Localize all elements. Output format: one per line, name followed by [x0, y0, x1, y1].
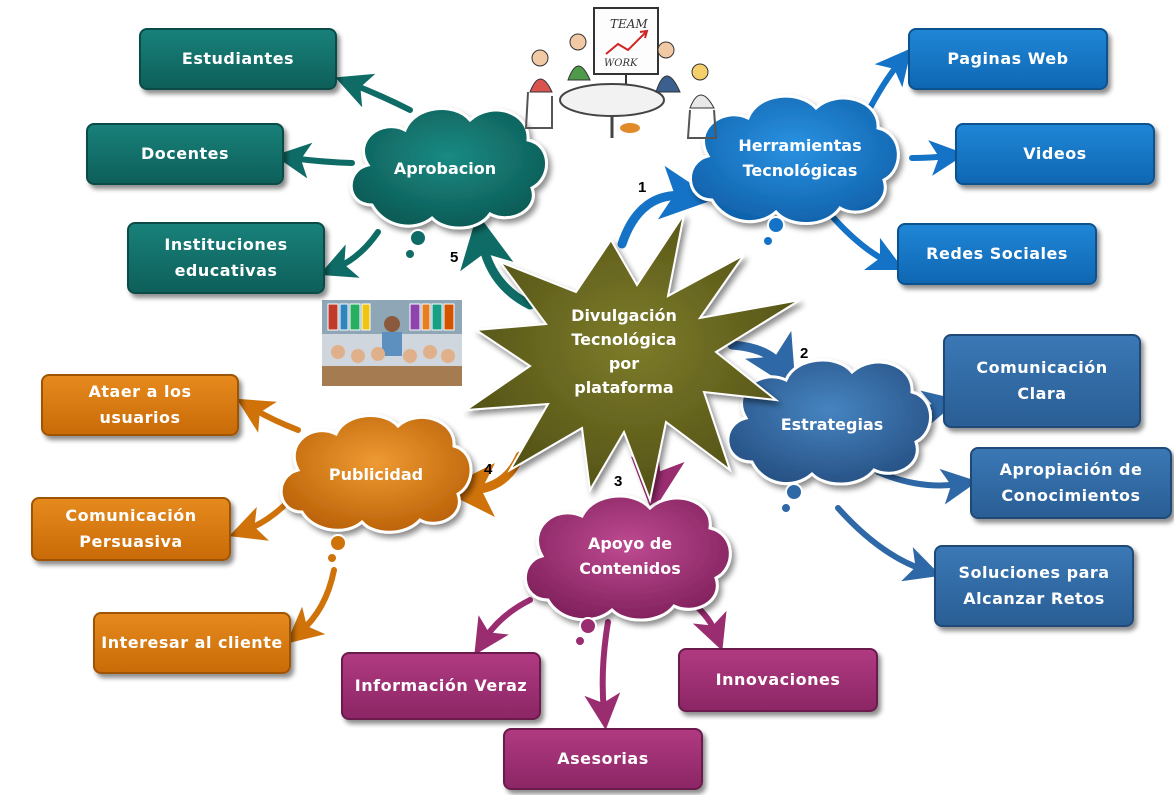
arrow-estrategias-apropiacion: [875, 468, 978, 505]
cloud-publicidad: [279, 414, 473, 534]
arrow-center-herramientas: [617, 165, 715, 249]
arrow-herramientas-videos: [909, 140, 966, 176]
board-text-team: TEAM: [610, 17, 648, 31]
step-number-3: 3: [614, 473, 622, 490]
cloud-apoyo-tail: [574, 617, 597, 647]
step-number-1: 1: [638, 179, 646, 196]
arrow-publicidad-comunicacion: [229, 497, 293, 541]
step-number-2: 2: [800, 345, 808, 362]
cloud-herramientas-tail: [762, 216, 785, 247]
arrow-publicidad-interesar: [286, 567, 337, 644]
cloud-apoyo: [524, 494, 732, 622]
box-comunicacion-persuasiva: Comunicación Persuasiva: [31, 497, 231, 561]
arrow-apoyo-asesorias: [584, 619, 621, 730]
board-text-work: WORK: [604, 58, 638, 69]
box-videos: Videos: [955, 123, 1155, 185]
cloud-estrategias-tail: [780, 483, 803, 514]
arrow-estrategias-soluciones: [835, 505, 942, 582]
arrow-center-aprobacion: [460, 213, 535, 310]
arrow-apoyo-informacion: [474, 597, 533, 656]
cloud-publicidad-tail: [326, 534, 347, 564]
center-starburst: [462, 213, 801, 504]
box-paginas-web: Paginas Web: [908, 28, 1108, 90]
arrow-aprobacion-instituciones: [319, 229, 381, 278]
box-redes-sociales: Redes Sociales: [897, 223, 1097, 285]
box-informacion-veraz: Información Veraz: [341, 652, 541, 720]
team-meeting-illustration: TEAM WORK: [524, 7, 718, 139]
box-innovaciones: Innovaciones: [678, 648, 878, 712]
box-interesar-cliente: Interesar al cliente: [93, 612, 291, 674]
arrow-center-publicidad: [441, 451, 525, 517]
arrow-aprobacion-estudiantes: [335, 73, 413, 113]
box-apropiacion-conocimientos: Apropiación de Conocimientos: [970, 447, 1172, 519]
classroom-photo: [322, 300, 462, 386]
box-docentes: Docentes: [86, 123, 284, 185]
box-instituciones-educativas: Instituciones educativas: [127, 222, 325, 294]
arrow-herramientas-paginas: [867, 48, 912, 111]
box-ataer-usuarios: Ataer a los usuarios: [41, 374, 239, 436]
cloud-herramientas: [689, 94, 900, 225]
box-estudiantes: Estudiantes: [139, 28, 337, 90]
cloud-aprobacion-tail: [404, 229, 427, 260]
box-comunicacion-clara: Comunicación Clara: [943, 334, 1141, 428]
arrow-publicidad-ataer: [236, 398, 301, 433]
arrow-center-estrategias: [727, 330, 796, 392]
box-soluciones-retos: Soluciones para Alcanzar Retos: [934, 545, 1134, 627]
box-asesorias: Asesorias: [503, 728, 703, 790]
arrow-aprobacion-docentes: [274, 142, 355, 179]
cloud-aprobacion: [349, 107, 548, 230]
step-number-4: 4: [484, 461, 493, 478]
arrow-herramientas-redes: [827, 211, 905, 271]
cloud-estrategias: [726, 358, 932, 486]
step-number-5: 5: [450, 249, 458, 266]
